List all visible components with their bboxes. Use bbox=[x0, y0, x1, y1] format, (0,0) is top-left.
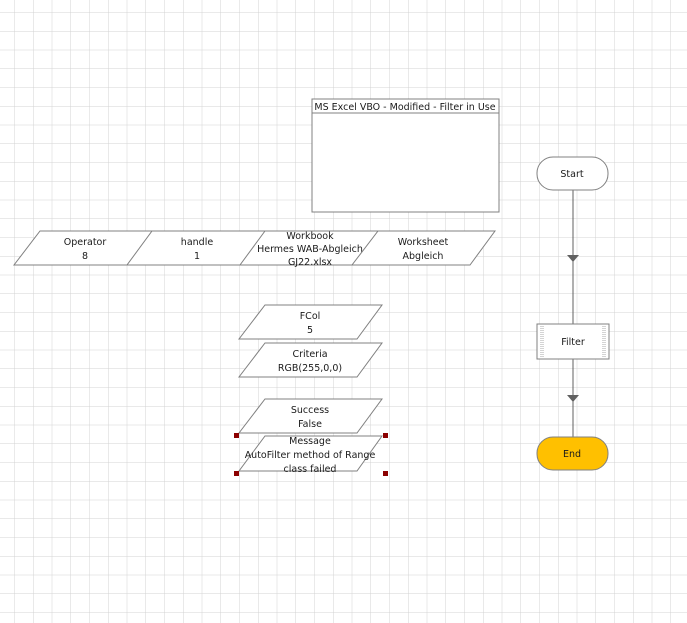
selection-handle[interactable] bbox=[383, 433, 388, 438]
svg-text:class failed: class failed bbox=[284, 464, 337, 475]
selection-handle[interactable] bbox=[383, 471, 388, 476]
svg-text:handle: handle bbox=[181, 237, 214, 248]
end-stage[interactable]: End bbox=[536, 436, 609, 471]
svg-text:Success: Success bbox=[291, 405, 329, 416]
svg-text:End: End bbox=[563, 449, 581, 460]
svg-text:False: False bbox=[298, 419, 322, 430]
page-info-block[interactable]: MS Excel VBO - Modified - Filter in Use bbox=[311, 98, 500, 213]
svg-text:Message: Message bbox=[289, 436, 331, 447]
svg-text:Start: Start bbox=[560, 169, 583, 180]
data-item-success[interactable]: Success False bbox=[237, 398, 383, 434]
data-item-fcol[interactable]: FCol 5 bbox=[237, 304, 383, 340]
data-item-message[interactable]: Message AutoFilter method of Range class… bbox=[234, 433, 388, 476]
data-item-worksheet[interactable]: Worksheet Abgleich bbox=[350, 230, 496, 266]
svg-text:1: 1 bbox=[194, 251, 200, 262]
start-stage[interactable]: Start bbox=[536, 156, 609, 191]
selection-handle[interactable] bbox=[234, 471, 239, 476]
svg-text:RGB(255,0,0): RGB(255,0,0) bbox=[278, 363, 342, 374]
arrow-icon bbox=[567, 255, 579, 262]
arrow-icon bbox=[567, 395, 579, 402]
action-stage-filter[interactable]: Filter bbox=[536, 323, 610, 360]
selection-handle[interactable] bbox=[234, 433, 239, 438]
svg-text:Workbook: Workbook bbox=[286, 231, 334, 242]
svg-text:8: 8 bbox=[82, 251, 88, 262]
data-item-criteria[interactable]: Criteria RGB(255,0,0) bbox=[237, 342, 383, 378]
svg-text:Abgleich: Abgleich bbox=[403, 251, 444, 262]
svg-text:AutoFilter method of Range: AutoFilter method of Range bbox=[245, 450, 376, 461]
svg-text:FCol: FCol bbox=[300, 311, 321, 322]
svg-text:Operator: Operator bbox=[64, 237, 107, 248]
svg-text:Hermes WAB-Abgleich: Hermes WAB-Abgleich bbox=[257, 244, 363, 255]
svg-text:GJ22.xlsx: GJ22.xlsx bbox=[288, 257, 332, 268]
svg-text:Filter: Filter bbox=[561, 337, 585, 348]
svg-text:Worksheet: Worksheet bbox=[398, 237, 449, 248]
svg-text:Criteria: Criteria bbox=[292, 349, 327, 360]
svg-text:5: 5 bbox=[307, 325, 313, 336]
page-title: MS Excel VBO - Modified - Filter in Use bbox=[314, 102, 495, 113]
